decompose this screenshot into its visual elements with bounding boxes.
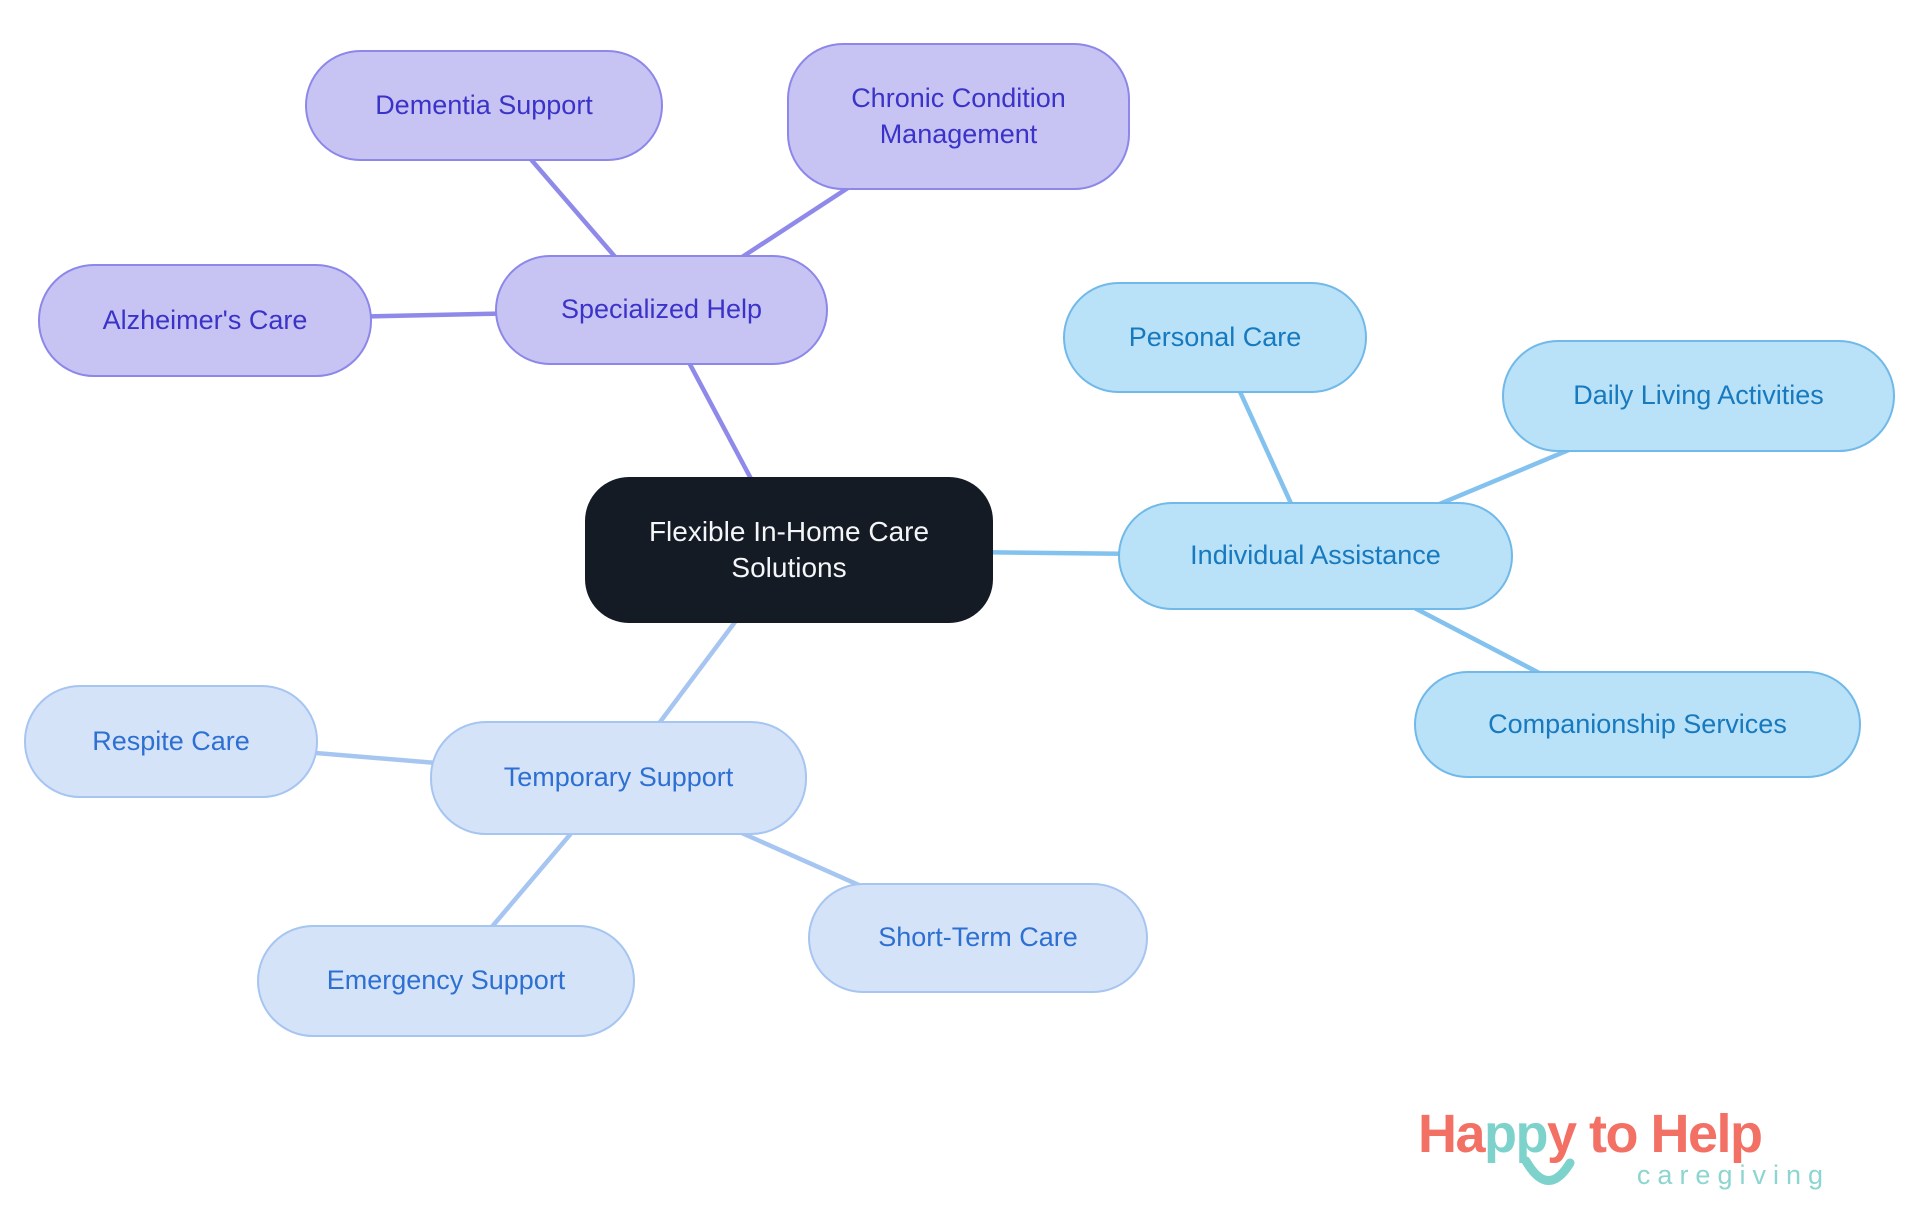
logo-happy-to-help: Happy to Help caregiving [1418,1103,1876,1203]
node-temporary-support: Temporary Support [430,721,807,835]
node-label: Emergency Support [326,965,566,996]
node-dementia-support: Dementia Support [305,50,663,161]
node-short-term-care: Short-Term Care [808,883,1148,993]
node-label: Flexible In-Home Care Solutions [648,515,930,583]
node-label: Short-Term Care [878,922,1078,953]
logo-part-ha: Ha [1418,1104,1486,1164]
smile-icon [1521,1156,1575,1185]
node-label: Dementia Support [375,89,593,120]
node-label: Chronic Condition Management [851,83,1066,149]
node-label: Personal Care [1128,321,1302,352]
logo-tagline: caregiving [1636,1160,1830,1190]
logo-wordmark: Happy to Help [1418,1103,1876,1165]
node-label: Individual Assistance [1190,540,1441,571]
node-alzheimers-care: Alzheimer's Care [38,264,372,377]
node-center-flexible-in-home-care: Flexible In-Home Care Solutions [585,477,993,623]
node-companionship-services: Companionship Services [1414,671,1861,778]
logo-part-y-to-help: y to Help [1547,1104,1763,1164]
node-label: Alzheimer's Care [102,304,308,335]
smile-arc [1521,1156,1575,1185]
node-label: Daily Living Activities [1573,380,1824,411]
node-respite-care: Respite Care [24,685,318,798]
node-label: Companionship Services [1488,708,1787,739]
node-daily-living-activities: Daily Living Activities [1502,340,1895,452]
node-chronic-condition-management: Chronic Condition Management [787,43,1130,190]
node-label: Respite Care [92,725,250,756]
node-individual-assistance: Individual Assistance [1118,502,1513,610]
node-label: Temporary Support [503,762,734,793]
node-specialized-help: Specialized Help [495,255,828,365]
node-personal-care: Personal Care [1063,282,1367,393]
node-label: Specialized Help [560,294,763,325]
node-emergency-support: Emergency Support [257,925,635,1037]
logo-part-pp: pp [1484,1104,1548,1164]
